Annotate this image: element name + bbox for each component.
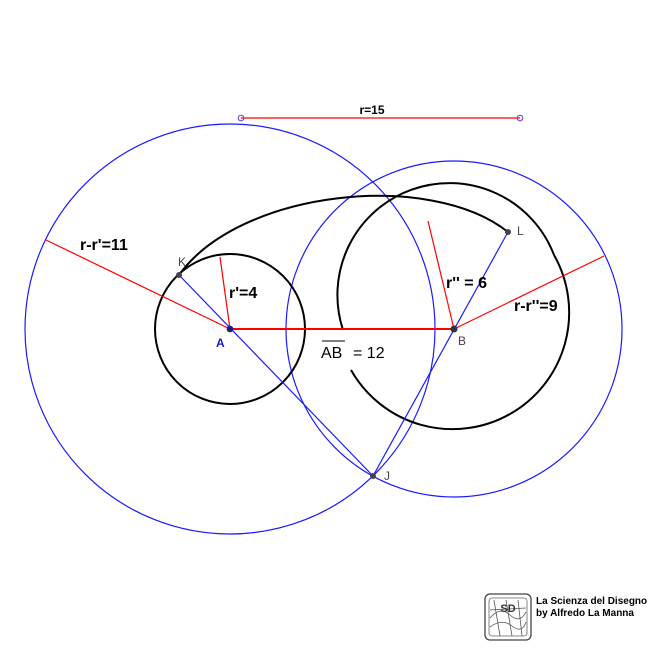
point-k[interactable] xyxy=(176,272,182,278)
point-k-label: K xyxy=(178,255,186,269)
label-r2: r'' = 6 xyxy=(446,275,487,292)
point-l[interactable] xyxy=(505,229,511,235)
black-arc-r2-upper xyxy=(336,182,555,331)
point-j-label: J xyxy=(384,469,390,483)
point-a-label: A xyxy=(216,336,225,350)
line-k-j xyxy=(178,274,374,477)
black-arc-r2-lower xyxy=(350,254,571,431)
reference-segment-label: r=15 xyxy=(359,103,384,117)
label-r1: r'=4 xyxy=(229,285,257,302)
label-r-minus-r2: r-r''=9 xyxy=(514,298,558,315)
radius-r1 xyxy=(219,256,231,330)
point-l-label: L xyxy=(517,224,524,238)
radius-r-minus-r2 xyxy=(453,255,605,330)
credit-logo-icon: SD xyxy=(484,593,532,641)
credit-logo-text: SD xyxy=(500,603,515,615)
reference-endpoint-right[interactable] xyxy=(516,114,524,122)
line-j-l xyxy=(372,231,509,477)
radius-r2 xyxy=(427,220,455,330)
point-a[interactable] xyxy=(226,325,234,333)
ab-value-label: = 12 xyxy=(353,345,385,362)
tangent-arc-k-l xyxy=(178,194,509,276)
reference-endpoint-left[interactable] xyxy=(237,114,245,122)
point-b[interactable] xyxy=(450,325,458,333)
point-j[interactable] xyxy=(370,473,376,479)
credit-line-1: La Scienza del Disegno xyxy=(536,596,647,607)
point-b-label: B xyxy=(458,334,466,348)
radius-r-minus-r1 xyxy=(45,239,231,330)
label-r-minus-r1: r-r'=11 xyxy=(80,237,128,254)
ab-name-label: AB xyxy=(321,345,342,362)
credit-line-2: by Alfredo La Manna xyxy=(536,608,634,619)
